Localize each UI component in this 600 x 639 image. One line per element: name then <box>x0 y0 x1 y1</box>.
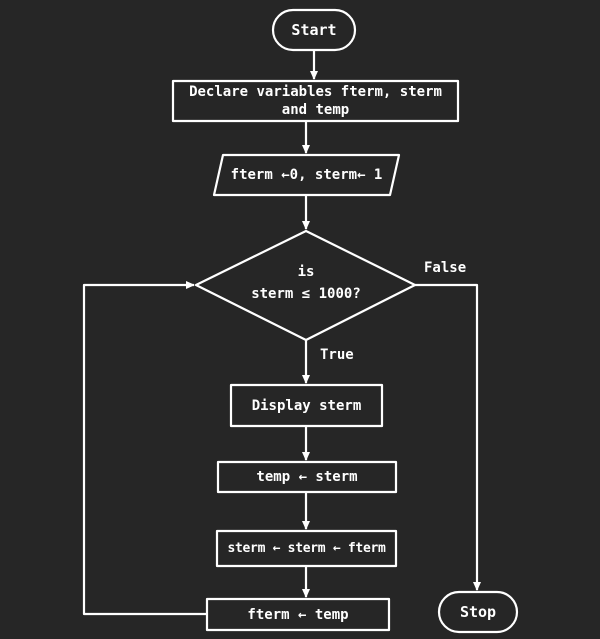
start-text: Start <box>291 21 337 39</box>
stop-terminal <box>437 590 519 634</box>
arrow-loop-back <box>82 281 207 616</box>
decision-text-line1: is <box>297 264 315 280</box>
declare-text-line1: Declare variables fterm, sterm <box>189 84 442 100</box>
start-label: Start <box>273 10 355 50</box>
false-edge-label: False <box>424 260 467 276</box>
init-text: fterm ←0, sterm← 1 <box>230 167 383 183</box>
temp-text: temp ← sterm <box>256 469 358 485</box>
arrow-false-to-stop <box>415 283 481 591</box>
sterm-text: sterm ← sterm ← fterm <box>227 540 386 556</box>
init-label: fterm ←0, sterm← 1 <box>214 155 399 195</box>
display-label: Display sterm <box>231 385 382 426</box>
decision-text-line2: sterm ≤ 1000? <box>251 286 361 302</box>
declare-label: Declare variables fterm, sterm and temp <box>173 81 458 121</box>
fterm-text: fterm ← temp <box>247 606 349 623</box>
declare-process-box <box>171 79 460 123</box>
true-edge-label: True <box>320 347 354 363</box>
sterm-label: sterm ← sterm ← fterm <box>217 531 396 566</box>
fterm-label: fterm ← temp <box>207 599 389 630</box>
decision-label: is sterm ≤ 1000? <box>226 258 386 308</box>
declare-text-line2: and temp <box>281 102 350 118</box>
stop-label: Stop <box>439 592 517 632</box>
temp-label: temp ← sterm <box>218 462 396 492</box>
init-io-parallelogram <box>212 153 401 197</box>
display-text: Display sterm <box>251 397 362 414</box>
stop-text: Stop <box>459 603 497 621</box>
